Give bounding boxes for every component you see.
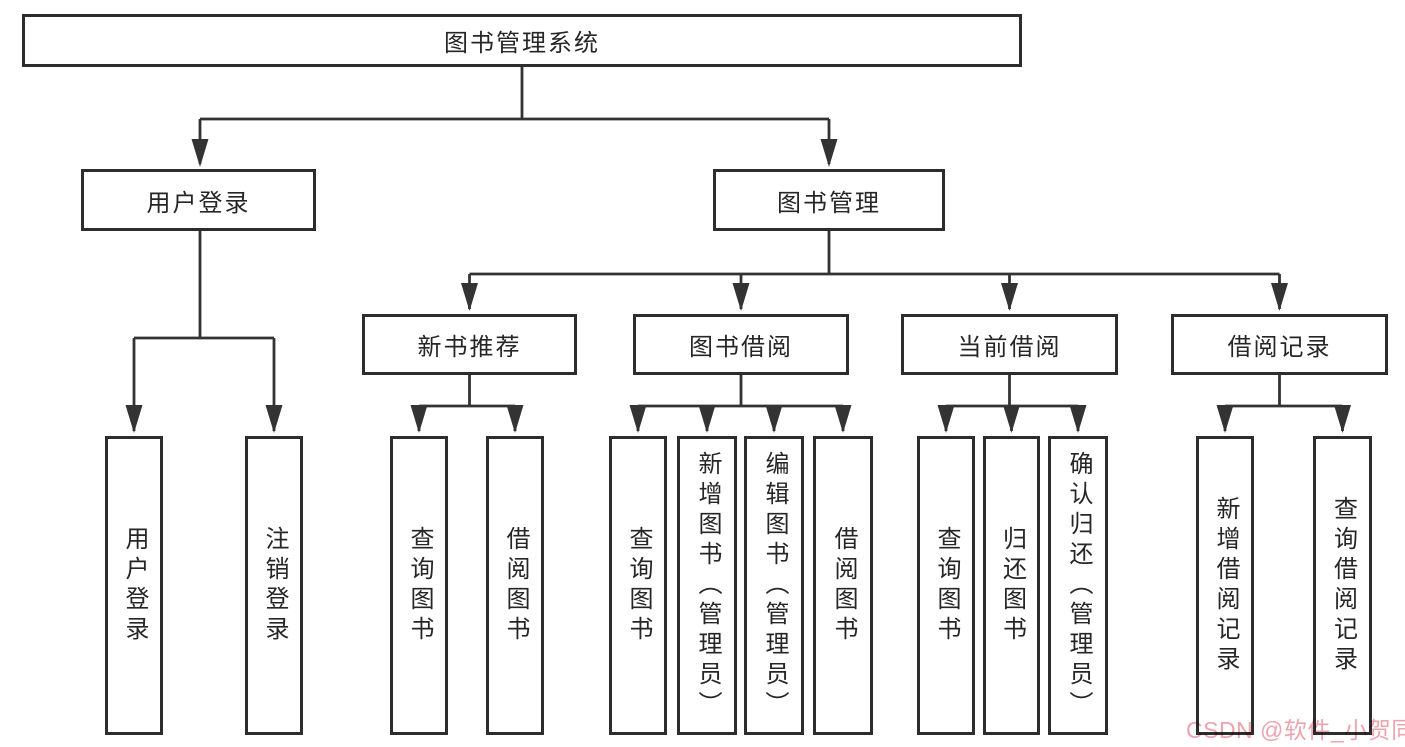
arrowhead (461, 283, 478, 311)
arrowhead (834, 405, 852, 433)
connector-borrow-split (636, 375, 845, 431)
arrowhead (1334, 405, 1351, 433)
leaf-add-books-admin: 新增图书（管理员） (677, 436, 737, 735)
node-book-management: 图书管理 (713, 169, 945, 231)
leaf-borrow-books-newrec: 借阅图书 (486, 436, 544, 735)
node-new-book-recommendation: 新书推荐 (362, 314, 577, 375)
leaf-return-books: 归还图书 (983, 436, 1040, 735)
connector-records-split (1223, 375, 1344, 431)
leaf-query-borrow-record: 查询借阅记录 (1313, 436, 1372, 735)
arrowhead (1069, 405, 1087, 433)
leaf-query-books-newrec: 查询图书 (390, 436, 448, 735)
arrowhead (506, 405, 524, 433)
arrowhead (765, 405, 783, 433)
arrowhead (410, 405, 428, 433)
node-book-borrowing: 图书借阅 (633, 314, 849, 375)
leaf-query-books-borrow: 查询图书 (609, 436, 667, 735)
leaf-query-books-current: 查询图书 (917, 436, 975, 735)
arrowhead (820, 139, 838, 167)
node-library-management-system: 图书管理系统 (22, 14, 1022, 67)
connector-userlogin-split (132, 231, 276, 431)
leaf-borrow-books: 借阅图书 (813, 436, 873, 735)
arrowhead (265, 405, 283, 433)
arrowhead (937, 405, 955, 433)
connector-root-split (198, 67, 831, 164)
arrowhead (125, 405, 143, 433)
arrowhead (732, 283, 750, 311)
arrowhead (1216, 405, 1234, 433)
arrowhead (629, 405, 647, 433)
arrowhead (1271, 283, 1288, 311)
leaf-confirm-return-admin: 确认归还（管理员） (1048, 436, 1108, 735)
arrowhead (1003, 405, 1020, 433)
connector-bookmgmt-split (468, 231, 1281, 309)
arrowhead (1001, 283, 1018, 311)
node-borrowing-records: 借阅记录 (1171, 314, 1388, 375)
leaf-logout: 注销登录 (245, 436, 303, 735)
leaf-add-borrow-record: 新增借阅记录 (1196, 436, 1254, 735)
arrowheads (125, 139, 1351, 433)
arrowhead (191, 139, 209, 167)
connector-newbook-split (417, 375, 517, 431)
csdn-watermark: CSDN @软件_小贺同学 (1186, 717, 1405, 743)
node-user-login: 用户登录 (81, 169, 316, 231)
leaf-edit-books-admin: 编辑图书（管理员） (744, 436, 804, 735)
connector-lines (132, 67, 1344, 431)
arrowhead (698, 405, 716, 433)
node-current-borrowing: 当前借阅 (901, 314, 1118, 375)
leaf-user-login: 用户登录 (105, 436, 163, 735)
